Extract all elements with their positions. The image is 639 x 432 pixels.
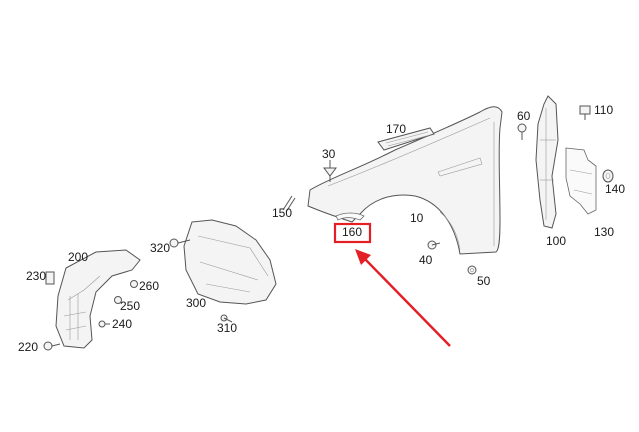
callout-140[interactable]: 140 bbox=[605, 182, 625, 196]
clip-part-230[interactable] bbox=[45, 271, 55, 285]
nut-part-50[interactable] bbox=[467, 265, 477, 275]
callout-260[interactable]: 260 bbox=[139, 279, 159, 293]
wheel-liner-part-300[interactable] bbox=[183, 219, 277, 305]
clip-part-320[interactable] bbox=[169, 238, 191, 248]
callout-50[interactable]: 50 bbox=[477, 274, 491, 288]
vent-grille-part-170[interactable] bbox=[377, 127, 435, 151]
callout-150[interactable]: 150 bbox=[272, 206, 292, 220]
seal-part-160[interactable] bbox=[335, 212, 365, 221]
clip-part-30[interactable] bbox=[323, 160, 337, 182]
callout-100[interactable]: 100 bbox=[546, 234, 566, 248]
fastener-part-60[interactable] bbox=[517, 123, 527, 140]
callout-200[interactable]: 200 bbox=[68, 250, 88, 264]
clip-part-110[interactable] bbox=[579, 105, 591, 120]
callout-310[interactable]: 310 bbox=[217, 321, 237, 335]
callout-130[interactable]: 130 bbox=[594, 225, 614, 239]
callout-40[interactable]: 40 bbox=[419, 253, 433, 267]
grommet-part-140[interactable] bbox=[602, 169, 614, 183]
callout-60[interactable]: 60 bbox=[517, 109, 531, 123]
callout-240[interactable]: 240 bbox=[112, 317, 132, 331]
trim-strip-part-150[interactable] bbox=[282, 195, 296, 213]
callout-230[interactable]: 230 bbox=[26, 269, 46, 283]
callout-220[interactable]: 220 bbox=[18, 340, 38, 354]
callout-170[interactable]: 170 bbox=[386, 122, 406, 136]
callout-110[interactable]: 110 bbox=[594, 103, 613, 117]
callout-300[interactable]: 300 bbox=[186, 296, 206, 310]
bracket-part-100[interactable] bbox=[535, 95, 559, 229]
callout-10[interactable]: 10 bbox=[410, 211, 424, 225]
callout-250[interactable]: 250 bbox=[120, 299, 140, 313]
wheel-liner-part-200[interactable] bbox=[55, 249, 141, 349]
bolt-part-40[interactable] bbox=[427, 240, 441, 250]
screw-part-310[interactable] bbox=[220, 314, 233, 323]
clip-part-220[interactable] bbox=[43, 341, 61, 351]
arrow-pointer-icon bbox=[355, 249, 451, 347]
callout-320[interactable]: 320 bbox=[150, 241, 170, 255]
callout-160[interactable]: 160 bbox=[342, 225, 362, 239]
screw-part-240[interactable] bbox=[98, 320, 110, 328]
clip-part-260[interactable] bbox=[130, 280, 138, 288]
highlight-box bbox=[333, 222, 372, 244]
callout-30[interactable]: 30 bbox=[322, 147, 336, 161]
insulation-part-130[interactable] bbox=[565, 147, 597, 215]
nut-part-250[interactable] bbox=[114, 296, 122, 304]
